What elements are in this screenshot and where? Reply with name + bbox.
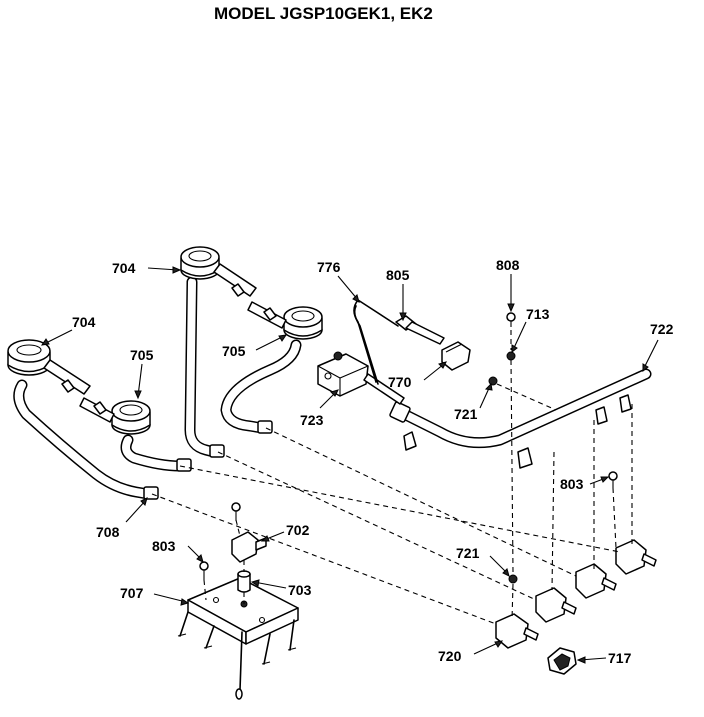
- manifold-722: [389, 368, 652, 469]
- washer-721-upper: [488, 376, 498, 386]
- callout-713: 713: [526, 306, 550, 322]
- valve-3: [575, 563, 617, 599]
- callout-722: 722: [650, 321, 674, 337]
- burner-heads: [7, 246, 323, 435]
- pressure-regulator-723: [317, 351, 405, 405]
- washer-713: [506, 351, 516, 361]
- orifice-770: [441, 341, 471, 371]
- washer-721-lower: [508, 574, 518, 584]
- callout-702: 702: [286, 522, 310, 538]
- callout-717: 717: [608, 650, 632, 666]
- screw-808-left: [231, 502, 241, 521]
- burner-front-left: [7, 339, 91, 395]
- burner-valves: [495, 539, 657, 649]
- callout-720: 720: [438, 648, 462, 664]
- burner-rear-left: [180, 246, 257, 297]
- valve-2: [535, 587, 577, 623]
- callout-721-upper: 721: [454, 406, 478, 422]
- callout-704-lower: 704: [72, 314, 96, 330]
- leader-lines: [40, 266, 659, 664]
- gas-line-776: [353, 299, 399, 385]
- valve-4: [615, 539, 657, 575]
- burner-rear-right: [247, 301, 323, 340]
- screw-803-left: [199, 561, 209, 580]
- alignment-lines: [151, 330, 633, 625]
- spacer-703: [237, 570, 251, 593]
- fitting-805: [395, 315, 445, 345]
- callout-808: 808: [496, 257, 520, 273]
- callout-803-right: 803: [560, 476, 584, 492]
- screw-808: [506, 312, 516, 327]
- knob-717: [547, 647, 577, 675]
- callout-704-upper: 704: [112, 260, 136, 276]
- callout-708: 708: [96, 524, 120, 540]
- callout-707: 707: [120, 585, 144, 601]
- switch-702: [231, 531, 267, 563]
- model-title: MODEL JGSP10GEK1, EK2: [214, 4, 433, 23]
- callout-721-lower: 721: [456, 545, 480, 561]
- callout-770: 770: [388, 374, 412, 390]
- callout-705-upper: 705: [222, 343, 246, 359]
- callout-703: 703: [288, 582, 312, 598]
- callout-705-lower: 705: [130, 347, 154, 363]
- burner-front-right: [79, 397, 151, 435]
- callout-labels: 704 704 705 705 776 805 808 713 722 770 …: [72, 257, 674, 666]
- valve-1: [495, 613, 539, 649]
- callout-723: 723: [300, 412, 324, 428]
- callout-776: 776: [317, 259, 341, 275]
- screw-803-right: [608, 471, 618, 488]
- callout-805: 805: [386, 267, 410, 283]
- callout-803-left: 803: [152, 538, 176, 554]
- burner-tubes: [13, 276, 302, 500]
- switch-bracket-707: [177, 577, 299, 700]
